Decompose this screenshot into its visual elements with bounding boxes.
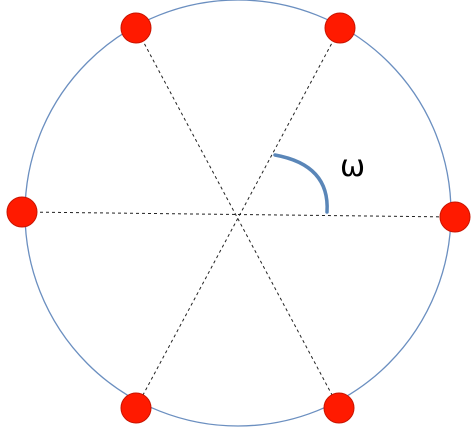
point-bottom-right xyxy=(323,392,355,424)
point-bottom-left xyxy=(120,392,152,424)
spoke-horizontal xyxy=(21,211,456,218)
spoke-diagonal-ascending xyxy=(135,27,341,409)
points xyxy=(6,12,471,424)
angle-arc xyxy=(273,153,329,214)
point-top-right xyxy=(324,12,356,44)
point-right xyxy=(439,201,471,233)
point-top-left xyxy=(120,12,152,44)
angle-label: ω xyxy=(340,149,365,184)
spokes xyxy=(21,27,456,409)
point-left xyxy=(6,196,38,228)
